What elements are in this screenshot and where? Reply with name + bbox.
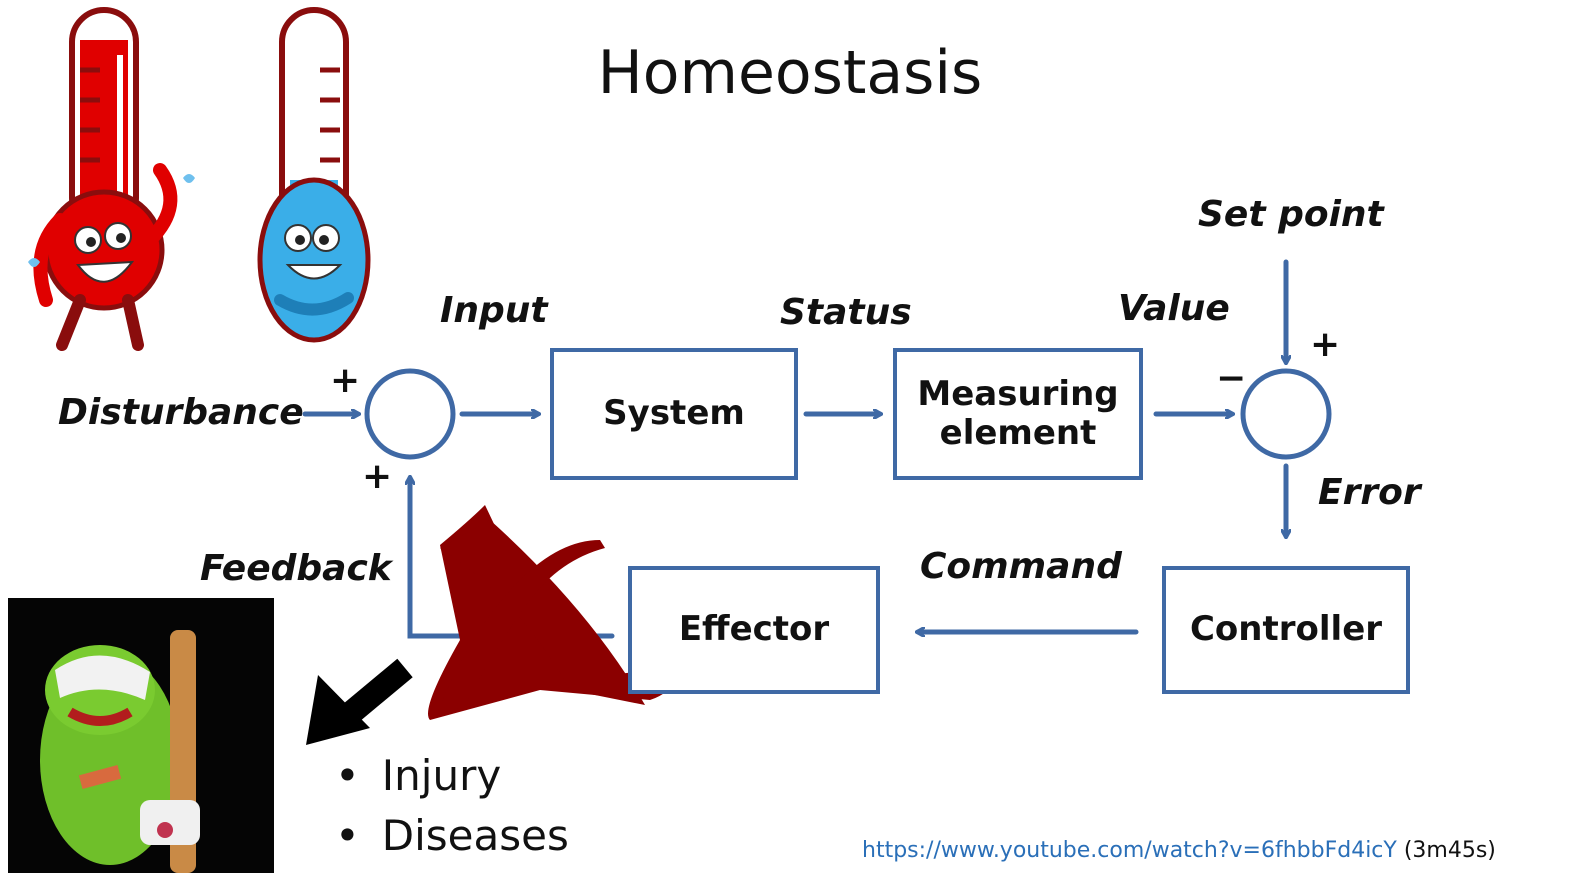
value-label: Value	[1118, 288, 1230, 329]
effector-box: Effector	[628, 566, 880, 694]
setpoint-plus-sign: +	[1310, 324, 1341, 365]
input-summing-junction	[364, 368, 456, 460]
video-reference: https://www.youtube.com/watch?v=6fhbbFd4…	[862, 838, 1496, 863]
video-timestamp: (3m45s)	[1403, 838, 1496, 863]
set-point-label: Set point	[1198, 194, 1384, 235]
hot-thermometer-illustration	[28, 7, 195, 351]
list-item: Diseases	[335, 808, 569, 868]
command-label: Command	[920, 546, 1122, 587]
feedback-plus-sign: +	[362, 456, 393, 497]
pointer-arrow	[306, 658, 413, 745]
disturbance-label: Disturbance	[58, 392, 304, 433]
injured-frog-photo	[8, 598, 274, 873]
system-box: System	[550, 348, 798, 480]
input-label: Input	[440, 290, 548, 331]
error-summing-junction	[1240, 368, 1332, 460]
cold-thermometer-illustration	[257, 7, 371, 343]
list-item: Injury	[335, 748, 569, 808]
measuring-element-box: Measuring element	[893, 348, 1143, 480]
value-minus-sign: −	[1216, 358, 1247, 399]
controller-box: Controller	[1162, 566, 1410, 694]
feedback-label: Feedback	[200, 548, 392, 589]
disturbance-plus-sign: +	[330, 360, 361, 401]
video-link[interactable]: https://www.youtube.com/watch?v=6fhbbFd4…	[862, 838, 1397, 863]
slide-title: Homeostasis	[597, 38, 983, 108]
status-label: Status	[780, 292, 912, 333]
error-label: Error	[1318, 472, 1421, 513]
consequence-list: Injury Diseases	[335, 748, 569, 868]
broken-feedback-cross	[428, 505, 672, 720]
